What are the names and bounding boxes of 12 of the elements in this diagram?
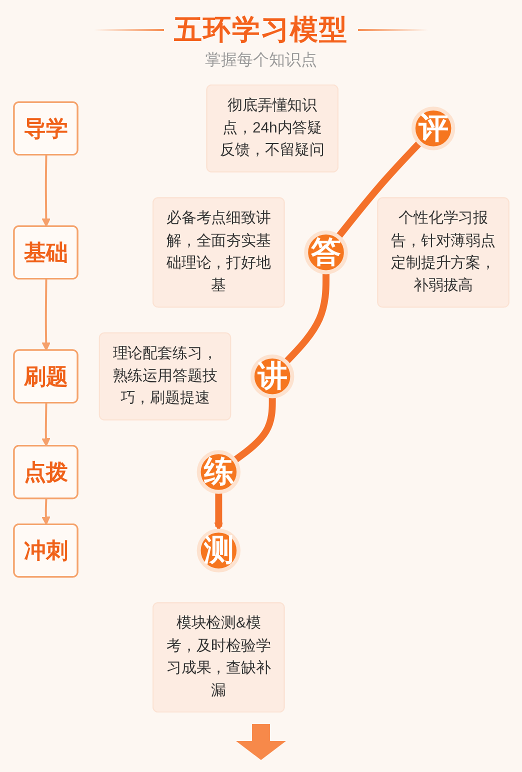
arrow — [41, 155, 50, 227]
arrow — [41, 403, 50, 447]
arrow — [41, 279, 50, 351]
node-circle: 评 — [411, 106, 455, 150]
node-circle: 讲 — [250, 354, 294, 398]
title: 五环学习模型 — [174, 13, 348, 47]
subtitle: 掌握每个知识点 — [205, 50, 317, 71]
arrow — [41, 498, 50, 526]
node-circle: 答 — [304, 230, 348, 274]
ring-arrow — [214, 492, 223, 532]
node-circle: 测 — [196, 528, 240, 572]
node-circle: 练 — [196, 450, 240, 494]
